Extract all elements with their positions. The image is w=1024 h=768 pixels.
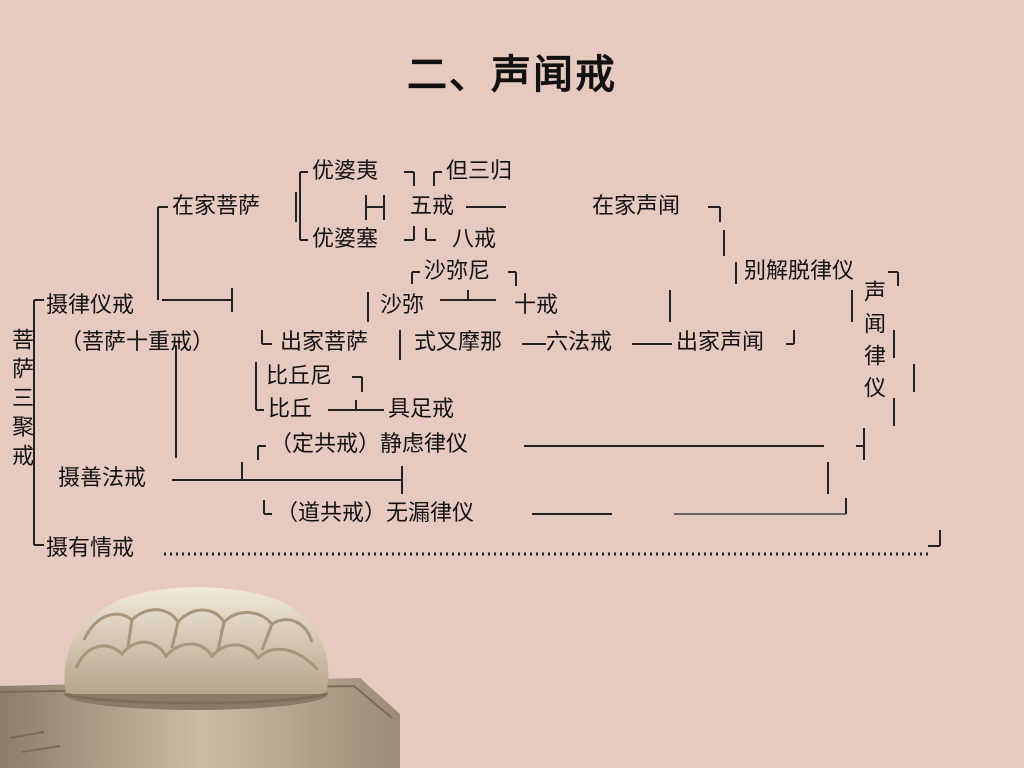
node-pusa-shizhong-jie: （菩萨十重戒） <box>60 330 215 355</box>
node-she-shanfa-jie: 摄善法戒 <box>58 466 147 491</box>
node-youposai: 优婆塞 <box>312 227 379 252</box>
node-wujie: 五戒 <box>410 194 455 219</box>
node-liufajie: 六法戒 <box>546 330 613 355</box>
node-juzujie: 具足戒 <box>388 397 455 422</box>
node-zaijia-pusa: 在家菩萨 <box>172 194 261 219</box>
node-she-youqing-jie: 摄有情戒 <box>46 536 135 561</box>
node-biejietuo-lvyi: 别解脱律仪 <box>744 259 855 284</box>
node-shijie: 十戒 <box>514 293 559 318</box>
node-biqiuni: 比丘尼 <box>266 364 333 389</box>
node-biqiu: 比丘 <box>268 397 313 422</box>
root-label-bodhisattva-three-precepts: 菩萨三聚戒 <box>8 328 33 473</box>
node-chujia-shengwen: 出家声闻 <box>676 330 765 355</box>
node-she-lvyi-jie: 摄律仪戒 <box>46 293 135 318</box>
node-bajie: 八戒 <box>452 227 497 252</box>
node-dan-sangui: 但三归 <box>446 159 513 184</box>
lotus-pedestal-image <box>0 587 400 768</box>
node-youpoyi: 优婆夷 <box>312 159 379 184</box>
node-shengwen-lvyi: 声闻律仪 <box>860 280 885 408</box>
node-shami: 沙弥 <box>380 293 425 318</box>
node-daogong-wulou-lvyi: （道共戒）无漏律仪 <box>276 501 475 526</box>
node-zaijia-shengwen: 在家声闻 <box>592 194 681 219</box>
node-shamini: 沙弥尼 <box>424 259 491 284</box>
node-shengwen-lvyi-wrapper: 声闻律仪 <box>860 280 950 453</box>
node-chujia-pusa: 出家菩萨 <box>280 330 369 355</box>
node-shichamona: 式叉摩那 <box>414 330 503 355</box>
node-dinggong-jinglv-lvyi: （定共戒）静虑律仪 <box>270 432 469 457</box>
slide-title: 二、声闻戒 <box>407 52 617 98</box>
